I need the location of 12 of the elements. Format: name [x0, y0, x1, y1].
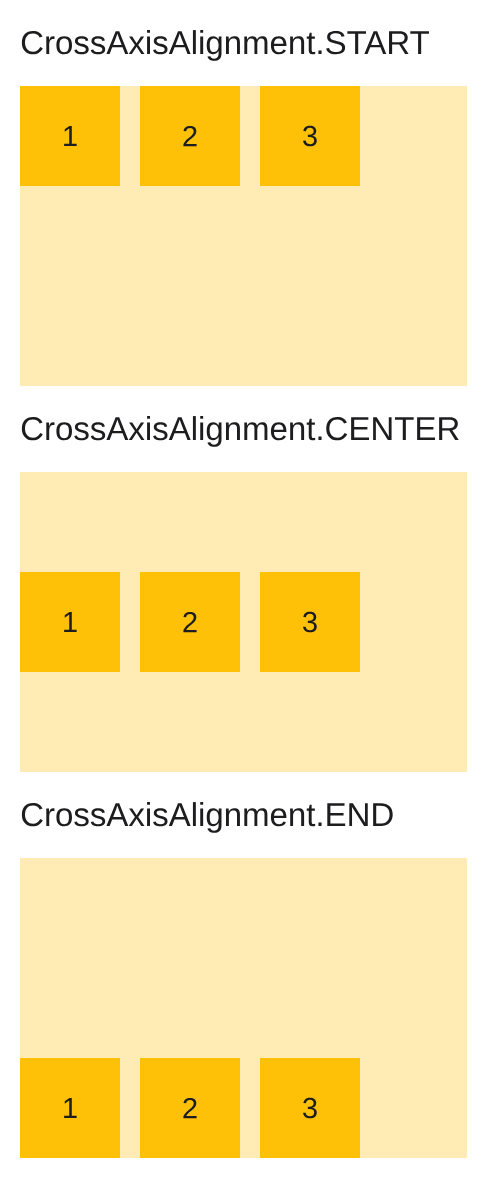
numbered-square: 1	[20, 86, 120, 186]
numbered-square: 2	[140, 572, 240, 672]
numbered-square: 3	[260, 572, 360, 672]
numbered-square: 1	[20, 1058, 120, 1158]
numbered-square: 2	[140, 1058, 240, 1158]
numbered-square: 1	[20, 572, 120, 672]
numbered-square: 3	[260, 86, 360, 186]
heading: CrossAxisAlignment.START	[21, 30, 429, 61]
numbered-square: 3	[260, 1058, 360, 1158]
heading: CrossAxisAlignment.END	[21, 802, 393, 833]
numbered-square: 2	[140, 86, 240, 186]
heading: CrossAxisAlignment.CENTER	[21, 416, 459, 447]
